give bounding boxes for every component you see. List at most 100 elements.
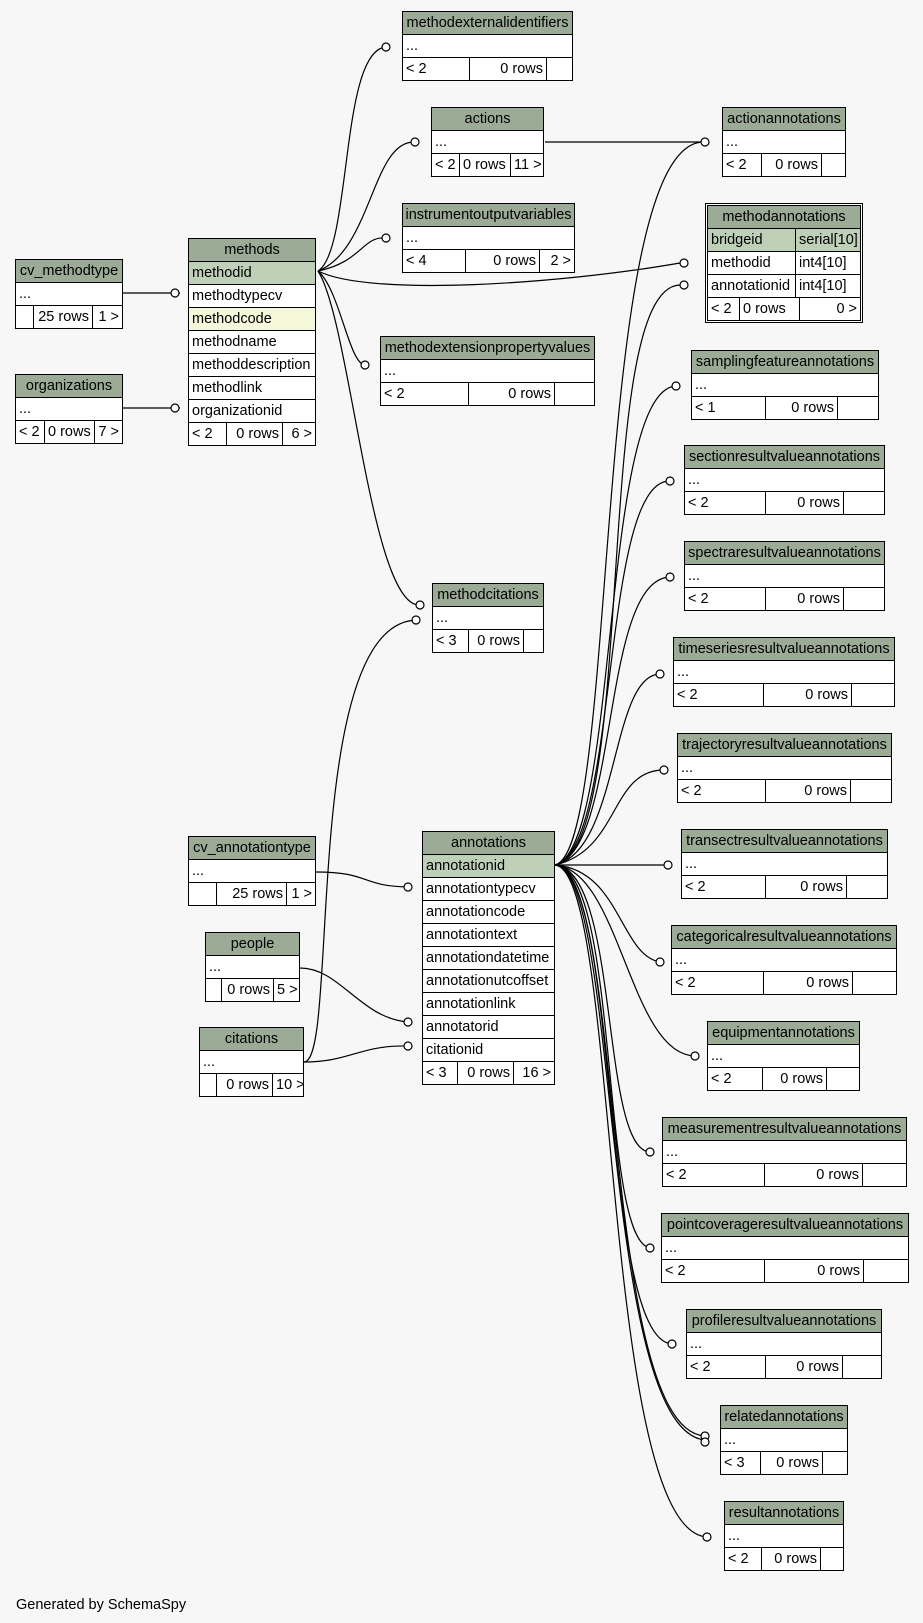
- table-relatedannotations[interactable]: relatedannotations ... < 3 0 rows: [720, 1405, 848, 1475]
- table-samplingfeatureannotations[interactable]: samplingfeatureannotations ... < 1 0 row…: [691, 350, 879, 420]
- table-header[interactable]: methodannotations: [708, 206, 860, 229]
- table-header[interactable]: methodcitations: [433, 584, 543, 607]
- table-citations[interactable]: citations ... 0 rows 10 >: [199, 1027, 304, 1097]
- table-header[interactable]: equipmentannotations: [708, 1022, 859, 1045]
- column-row[interactable]: annotationcode: [423, 901, 554, 924]
- column-row[interactable]: ...: [433, 607, 543, 630]
- column-row[interactable]: ...: [721, 1429, 847, 1452]
- table-header[interactable]: relatedannotations: [721, 1406, 847, 1429]
- column-row[interactable]: ...: [16, 398, 122, 421]
- table-annotations[interactable]: annotations annotationid annotationtypec…: [422, 831, 555, 1085]
- table-methodannotations[interactable]: methodannotations bridgeid serial[10] me…: [705, 203, 863, 323]
- table-header[interactable]: cv_annotationtype: [189, 837, 315, 860]
- column-row[interactable]: ...: [663, 1141, 906, 1164]
- parents-count: < 2: [677, 687, 698, 703]
- table-header[interactable]: cv_methodtype: [16, 260, 122, 283]
- column-row[interactable]: annotationdatetime: [423, 947, 554, 970]
- table-methodcitations[interactable]: methodcitations ... < 3 0 rows: [432, 583, 544, 653]
- column-row[interactable]: methodcode: [189, 308, 315, 331]
- column-row[interactable]: ...: [674, 661, 894, 684]
- table-header[interactable]: methods: [189, 239, 315, 262]
- column-row[interactable]: ...: [432, 131, 543, 154]
- table-instrumentoutputvariables[interactable]: instrumentoutputvariables ... < 4 0 rows…: [402, 203, 575, 273]
- column-row[interactable]: ...: [723, 131, 845, 154]
- column-row[interactable]: ...: [200, 1051, 303, 1074]
- table-measurementresultvalueannotations[interactable]: measurementresultvalueannotations ... < …: [662, 1117, 907, 1187]
- column-row[interactable]: ...: [682, 853, 887, 876]
- table-header[interactable]: spectraresultvalueannotations: [685, 542, 884, 565]
- table-timeseriesresultvalueannotations[interactable]: timeseriesresultvalueannotations ... < 2…: [673, 637, 895, 707]
- table-cv_methodtype[interactable]: cv_methodtype ... 25 rows 1 >: [15, 259, 123, 329]
- column-row[interactable]: bridgeid serial[10]: [708, 229, 860, 252]
- column-row[interactable]: methodname: [189, 331, 315, 354]
- column-row[interactable]: methodid: [189, 262, 315, 285]
- column-row[interactable]: annotationtypecv: [423, 878, 554, 901]
- table-spectraresultvalueannotations[interactable]: spectraresultvalueannotations ... < 2 0 …: [684, 541, 885, 611]
- table-pointcoverageresultvalueannotations[interactable]: pointcoverageresultvalueannotations ... …: [661, 1213, 909, 1283]
- column-row[interactable]: annotationutcoffset: [423, 970, 554, 993]
- table-header[interactable]: categoricalresultvalueannotations: [672, 926, 896, 949]
- table-actionannotations[interactable]: actionannotations ... < 2 0 rows: [722, 107, 846, 177]
- table-header[interactable]: sectionresultvalueannotations: [685, 446, 884, 469]
- column-row[interactable]: ...: [403, 227, 574, 250]
- column-row[interactable]: annotationtext: [423, 924, 554, 947]
- table-resultannotations[interactable]: resultannotations ... < 2 0 rows: [724, 1501, 844, 1571]
- table-header[interactable]: measurementresultvalueannotations: [663, 1118, 906, 1141]
- column-row[interactable]: ...: [725, 1525, 843, 1548]
- table-methodextensionpropertyvalues[interactable]: methodextensionpropertyvalues ... < 2 0 …: [380, 336, 595, 406]
- table-header[interactable]: timeseriesresultvalueannotations: [674, 638, 894, 661]
- column-row[interactable]: ...: [692, 374, 878, 397]
- column-row[interactable]: ...: [662, 1237, 908, 1260]
- column-row[interactable]: ...: [206, 956, 299, 979]
- table-header[interactable]: profileresultvalueannotations: [687, 1310, 881, 1333]
- column-row[interactable]: annotationlink: [423, 993, 554, 1016]
- table-cv_annotationtype[interactable]: cv_annotationtype ... 25 rows 1 >: [188, 836, 316, 906]
- column-row[interactable]: ...: [708, 1045, 859, 1068]
- column-row[interactable]: ...: [403, 35, 572, 58]
- table-equipmentannotations[interactable]: equipmentannotations ... < 2 0 rows: [707, 1021, 860, 1091]
- table-header[interactable]: people: [206, 933, 299, 956]
- column-row[interactable]: ...: [16, 283, 122, 306]
- table-header[interactable]: resultannotations: [725, 1502, 843, 1525]
- table-header[interactable]: transectresultvalueannotations: [682, 830, 887, 853]
- column-row[interactable]: ...: [678, 757, 891, 780]
- column-row[interactable]: ...: [189, 860, 315, 883]
- column-row[interactable]: methodlink: [189, 377, 315, 400]
- table-profileresultvalueannotations[interactable]: profileresultvalueannotations ... < 2 0 …: [686, 1309, 882, 1379]
- table-header[interactable]: citations: [200, 1028, 303, 1051]
- table-actions[interactable]: actions ... < 2 0 rows 11 >: [431, 107, 544, 177]
- table-header[interactable]: samplingfeatureannotations: [692, 351, 878, 374]
- table-transectresultvalueannotations[interactable]: transectresultvalueannotations ... < 2 0…: [681, 829, 888, 899]
- table-header[interactable]: annotations: [423, 832, 554, 855]
- table-header[interactable]: actions: [432, 108, 543, 131]
- table-sectionresultvalueannotations[interactable]: sectionresultvalueannotations ... < 2 0 …: [684, 445, 885, 515]
- table-header[interactable]: methodexternalidentifiers: [403, 12, 572, 35]
- column-row[interactable]: ...: [381, 360, 594, 383]
- column-row[interactable]: methodid int4[10]: [708, 252, 860, 275]
- column-row[interactable]: ...: [685, 469, 884, 492]
- column-row[interactable]: ...: [687, 1333, 881, 1356]
- column-row[interactable]: ...: [672, 949, 896, 972]
- column-row[interactable]: citationid: [423, 1039, 554, 1062]
- table-header[interactable]: methodextensionpropertyvalues: [381, 337, 594, 360]
- table-people[interactable]: people ... 0 rows 5 >: [205, 932, 300, 1002]
- column-row[interactable]: annotationid int4[10]: [708, 275, 860, 298]
- table-trajectoryresultvalueannotations[interactable]: trajectoryresultvalueannotations ... < 2…: [677, 733, 892, 803]
- table-methodexternalidentifiers[interactable]: methodexternalidentifiers ... < 2 0 rows: [402, 11, 573, 81]
- table-header[interactable]: trajectoryresultvalueannotations: [678, 734, 891, 757]
- table-methods[interactable]: methods methodid methodtypecv methodcode…: [188, 238, 316, 446]
- table-organizations[interactable]: organizations ... < 2 0 rows 7 >: [15, 374, 123, 444]
- column-row[interactable]: organizationid: [189, 400, 315, 423]
- table-header[interactable]: organizations: [16, 375, 122, 398]
- column-type: serial[10]: [795, 229, 860, 251]
- column-row[interactable]: annotatorid: [423, 1016, 554, 1039]
- column-row[interactable]: methoddescription: [189, 354, 315, 377]
- table-header[interactable]: actionannotations: [723, 108, 845, 131]
- table-header[interactable]: instrumentoutputvariables: [403, 204, 574, 227]
- row-count: 0 rows: [763, 684, 851, 706]
- column-row[interactable]: methodtypecv: [189, 285, 315, 308]
- table-categoricalresultvalueannotations[interactable]: categoricalresultvalueannotations ... < …: [671, 925, 897, 995]
- table-header[interactable]: pointcoverageresultvalueannotations: [662, 1214, 908, 1237]
- column-row[interactable]: ...: [685, 565, 884, 588]
- column-row[interactable]: annotationid: [423, 855, 554, 878]
